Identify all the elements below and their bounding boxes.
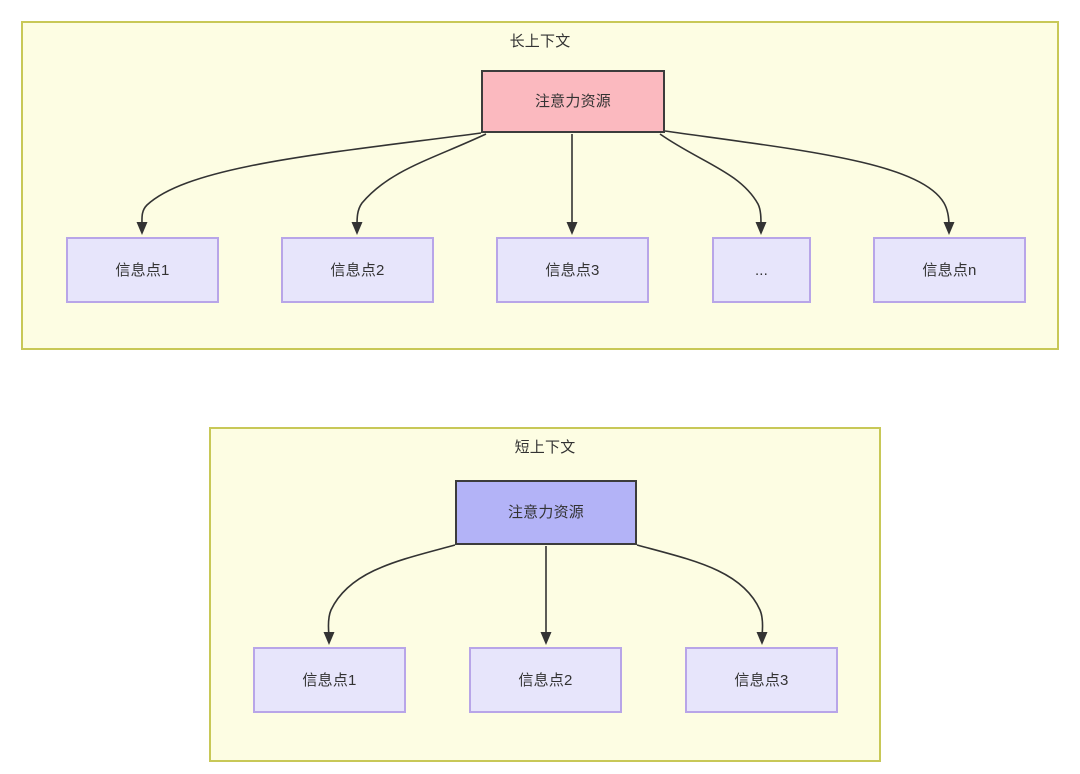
node-label: 信息点3 — [734, 671, 789, 689]
node-label: 信息点n — [922, 261, 977, 279]
node-info-point-1-long[interactable]: 信息点1 — [66, 237, 219, 303]
group-short-context-title: 短上下文 — [514, 439, 576, 456]
group-long-context-title: 长上下文 — [509, 33, 571, 50]
node-label: 注意力资源 — [507, 504, 584, 521]
node-label: 信息点1 — [302, 671, 357, 689]
node-label: 信息点2 — [330, 261, 385, 279]
node-info-point-2-short[interactable]: 信息点2 — [469, 647, 622, 713]
node-label: 信息点3 — [545, 261, 600, 279]
node-info-point-n-long[interactable]: 信息点n — [873, 237, 1026, 303]
node-attention-resource-short[interactable]: 注意力资源 — [455, 480, 637, 545]
node-info-point-3-short[interactable]: 信息点3 — [685, 647, 838, 713]
node-info-point-3-long[interactable]: 信息点3 — [496, 237, 649, 303]
node-label: 注意力资源 — [534, 93, 611, 110]
node-info-point-2-long[interactable]: 信息点2 — [281, 237, 434, 303]
node-attention-resource-long[interactable]: 注意力资源 — [481, 70, 665, 133]
node-label: 信息点2 — [518, 671, 573, 689]
node-label: ... — [754, 261, 769, 279]
node-info-point-ellipsis-long[interactable]: ... — [712, 237, 811, 303]
node-label: 信息点1 — [115, 261, 170, 279]
node-info-point-1-short[interactable]: 信息点1 — [253, 647, 406, 713]
